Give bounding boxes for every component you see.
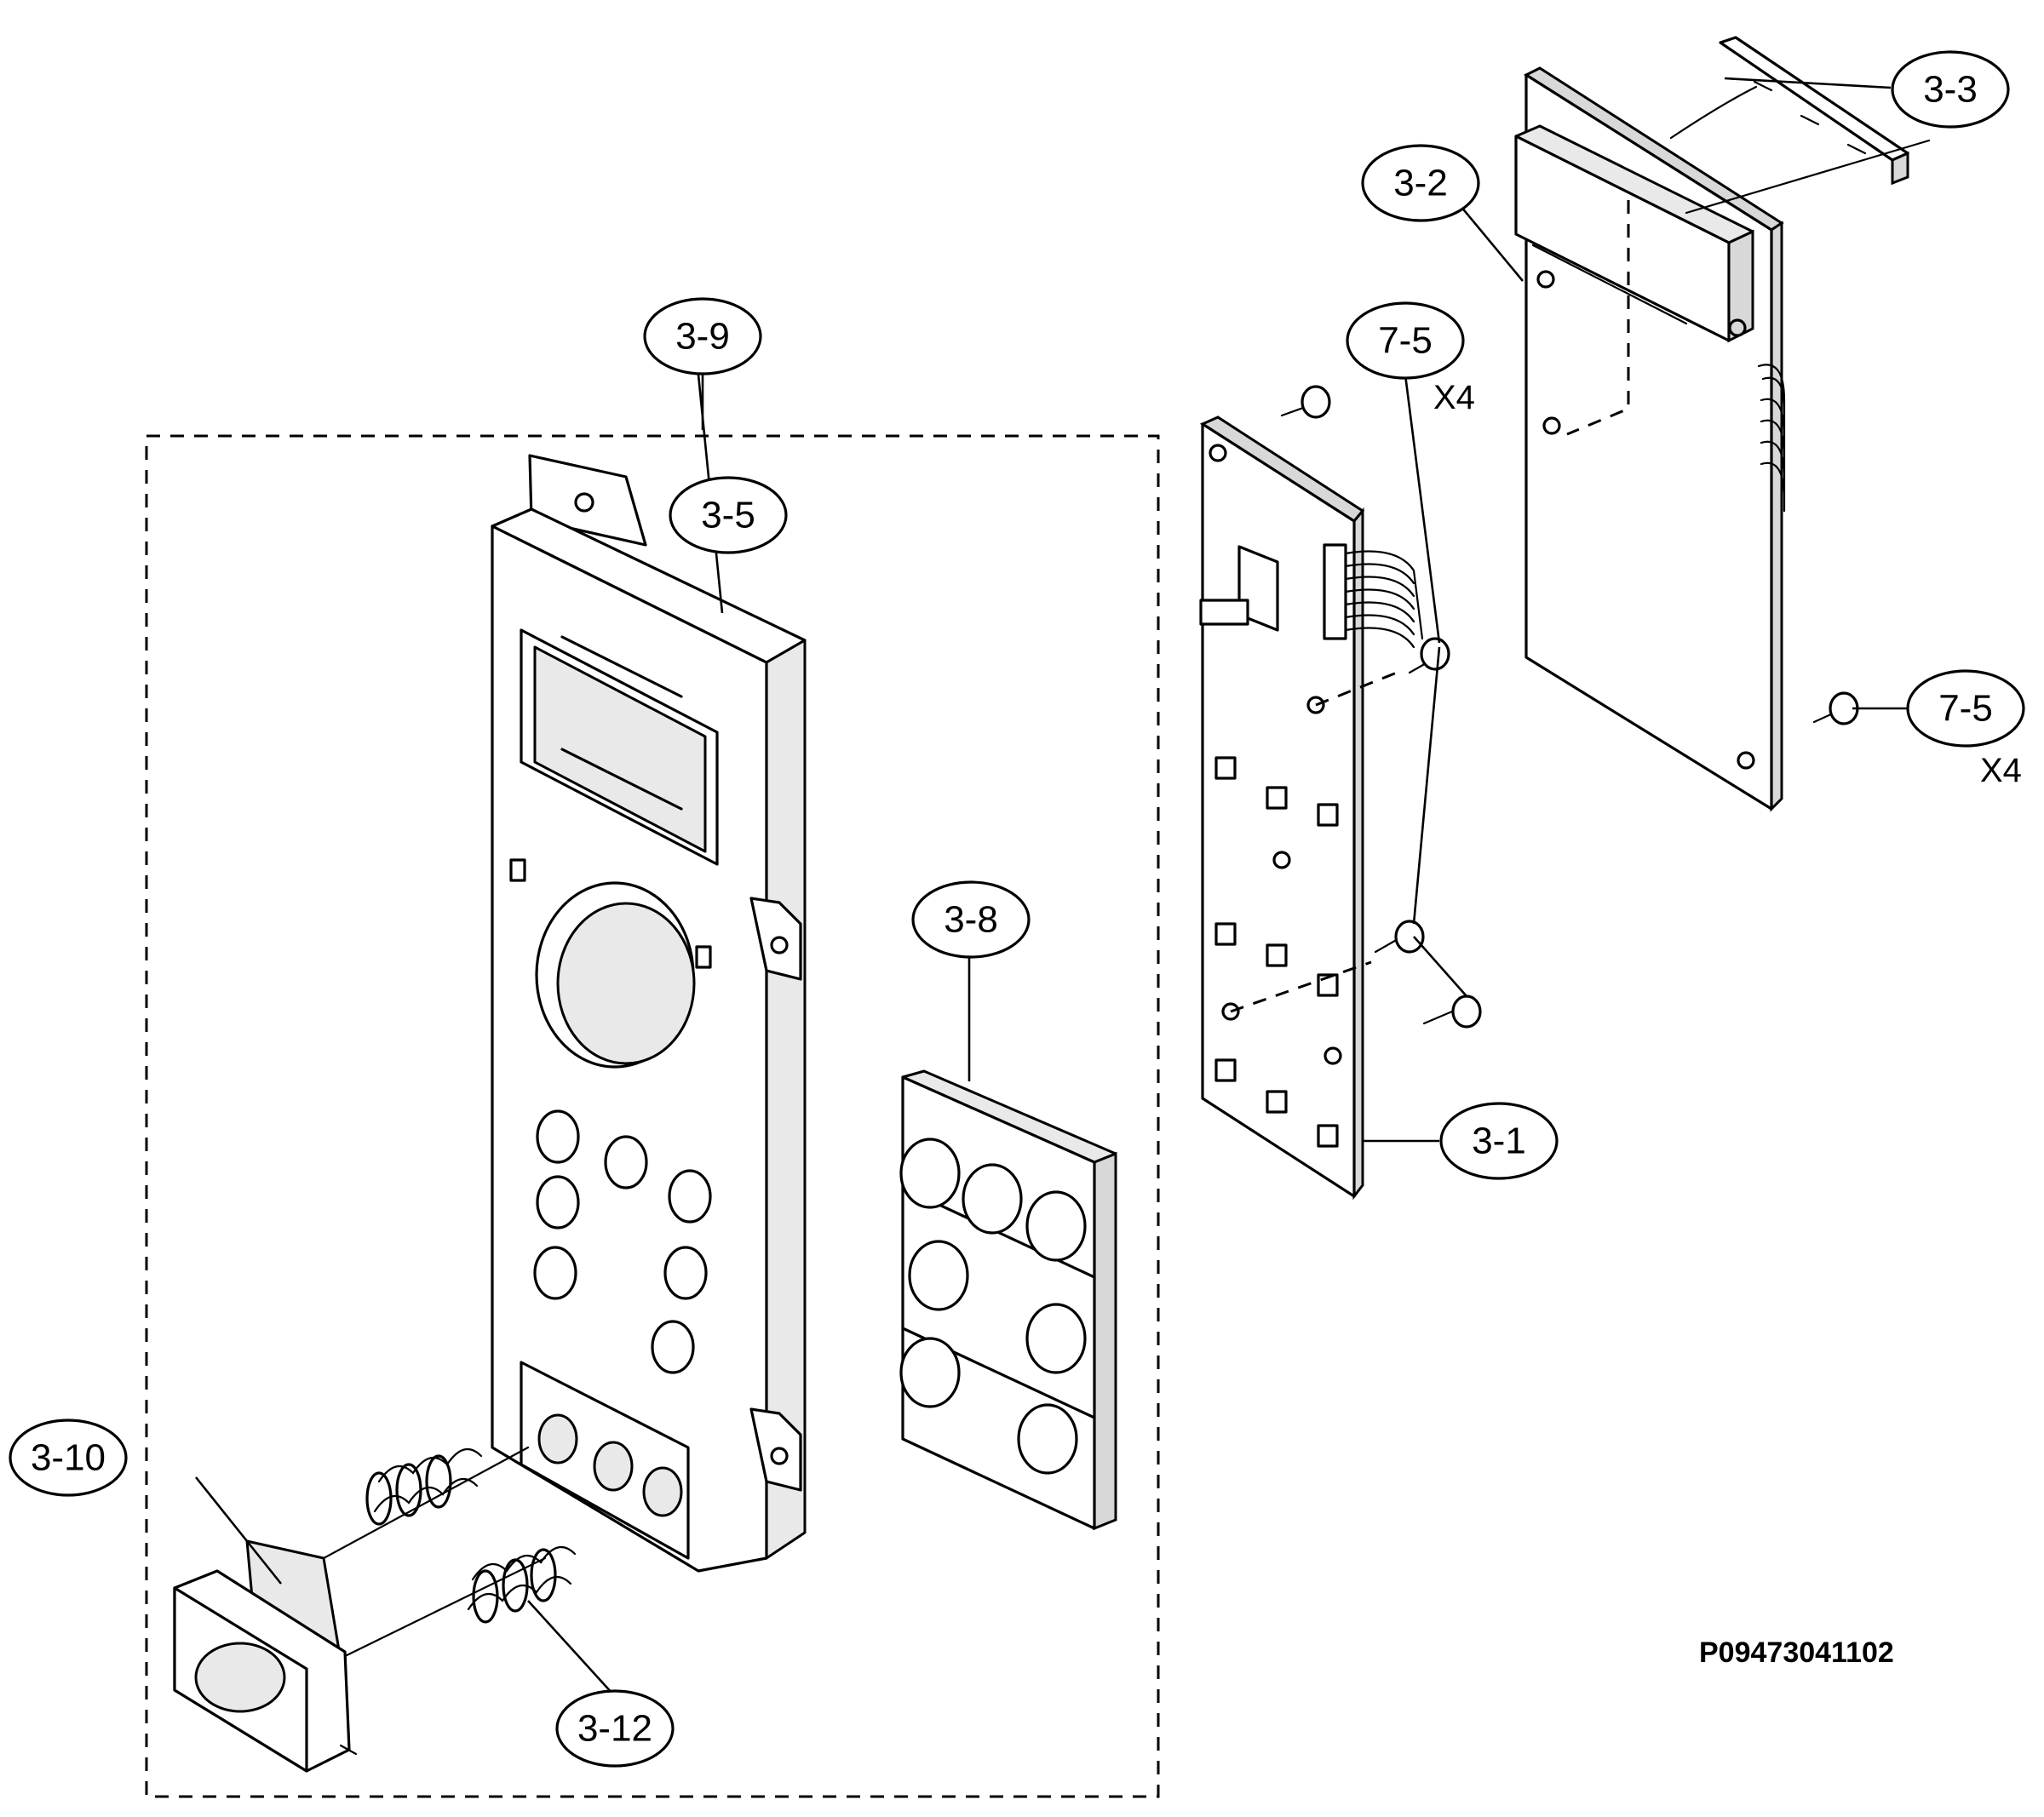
callout-label: 3-1: [1472, 1121, 1526, 1162]
callout-label: 3-9: [675, 316, 730, 358]
callout-3-2: 3-2: [1361, 144, 1480, 222]
callout-label: 3-2: [1393, 163, 1448, 204]
callout-label: 3-12: [577, 1708, 652, 1750]
callout-3-10: 3-10: [9, 1419, 128, 1497]
led-holder-part: [1669, 36, 1931, 215]
assembly-group-boundary: [145, 434, 1160, 1798]
control-pcb-part: [1199, 416, 1424, 1201]
callout-3-5: 3-5: [669, 476, 788, 554]
callout-label: 7-5: [1938, 688, 1993, 730]
screw-group: [1230, 374, 1859, 1029]
spring-upper: [365, 1447, 483, 1526]
callout-label: 3-8: [944, 899, 998, 941]
callout-7-5-right: 7-5 X4: [1906, 669, 2025, 789]
front-housing-part: [491, 454, 807, 1573]
quantity-label: X4: [1980, 752, 2022, 789]
spring-lower: [467, 1545, 577, 1624]
callout-label: 3-5: [701, 495, 755, 536]
callout-3-1: 3-1: [1439, 1102, 1559, 1180]
callout-label: 3-10: [31, 1437, 106, 1479]
drawing-code: P09473041102: [1699, 1636, 1894, 1669]
callout-3-9: 3-9: [643, 297, 762, 375]
callout-7-5-upper: 7-5 X4: [1346, 301, 1475, 416]
callout-label: 7-5: [1378, 320, 1433, 362]
callout-3-3: 3-3: [1891, 50, 2010, 129]
push-button-part: [173, 1446, 547, 1773]
keypad-part: [899, 1069, 1117, 1531]
quantity-label: X4: [1433, 379, 1475, 416]
callout-3-12: 3-12: [555, 1689, 675, 1768]
display-pcb-part: [1514, 66, 1786, 812]
callout-3-8: 3-8: [911, 880, 1031, 959]
callout-label: 3-3: [1923, 69, 1978, 111]
